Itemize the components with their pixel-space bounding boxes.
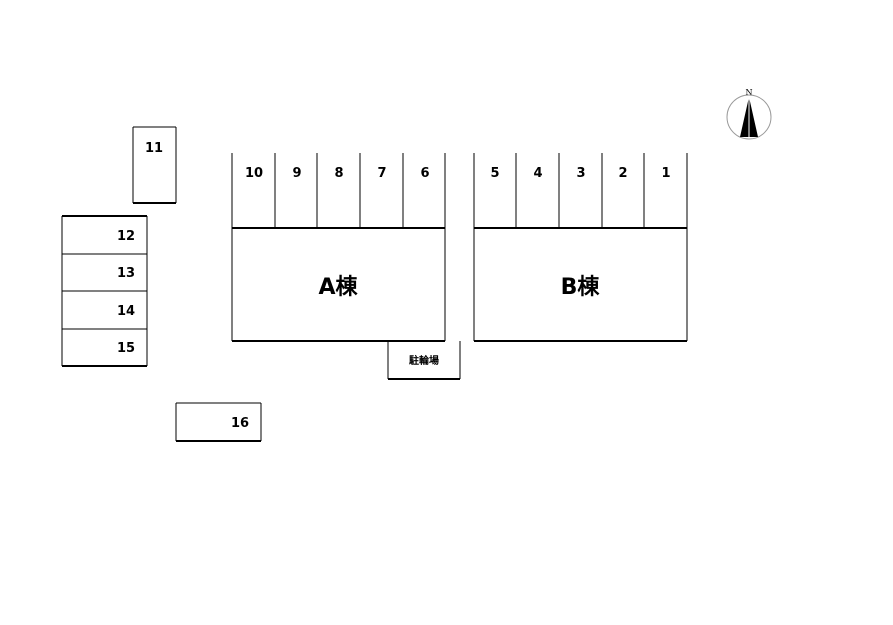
bicycle-parking: 駐輪場 <box>387 341 461 380</box>
stall-4-label: 4 <box>533 166 542 181</box>
stall-15-label: 15 <box>117 341 135 356</box>
building-a-block: 10 9 8 7 6 A棟 <box>231 153 446 342</box>
stall-9-label: 9 <box>292 166 301 181</box>
stall-11-label: 11 <box>145 141 163 156</box>
north-label: N <box>746 88 753 97</box>
stall-16-label: 16 <box>231 416 249 431</box>
bicycle-parking-label: 駐輪場 <box>409 354 439 367</box>
stall-7-label: 7 <box>377 166 386 181</box>
stall-2-label: 2 <box>618 166 627 181</box>
stall-14-label: 14 <box>117 304 135 319</box>
building-b-label: B棟 <box>561 274 601 300</box>
building-a-label: A棟 <box>318 274 358 300</box>
stall-1-label: 1 <box>661 166 670 181</box>
stalls-12-15: 12 13 14 15 <box>61 215 148 367</box>
stall-6-label: 6 <box>420 166 429 181</box>
stall-11: 11 <box>132 126 177 204</box>
north-arrow-icon: N <box>726 88 772 140</box>
stall-8-label: 8 <box>334 166 343 181</box>
stall-12-label: 12 <box>117 229 135 244</box>
stall-13-label: 13 <box>117 266 135 281</box>
stall-3-label: 3 <box>576 166 585 181</box>
stall-16: 16 <box>175 402 262 442</box>
building-b-block: 5 4 3 2 1 B棟 <box>473 153 688 342</box>
stall-10-label: 10 <box>245 166 263 181</box>
stall-5-label: 5 <box>490 166 499 181</box>
